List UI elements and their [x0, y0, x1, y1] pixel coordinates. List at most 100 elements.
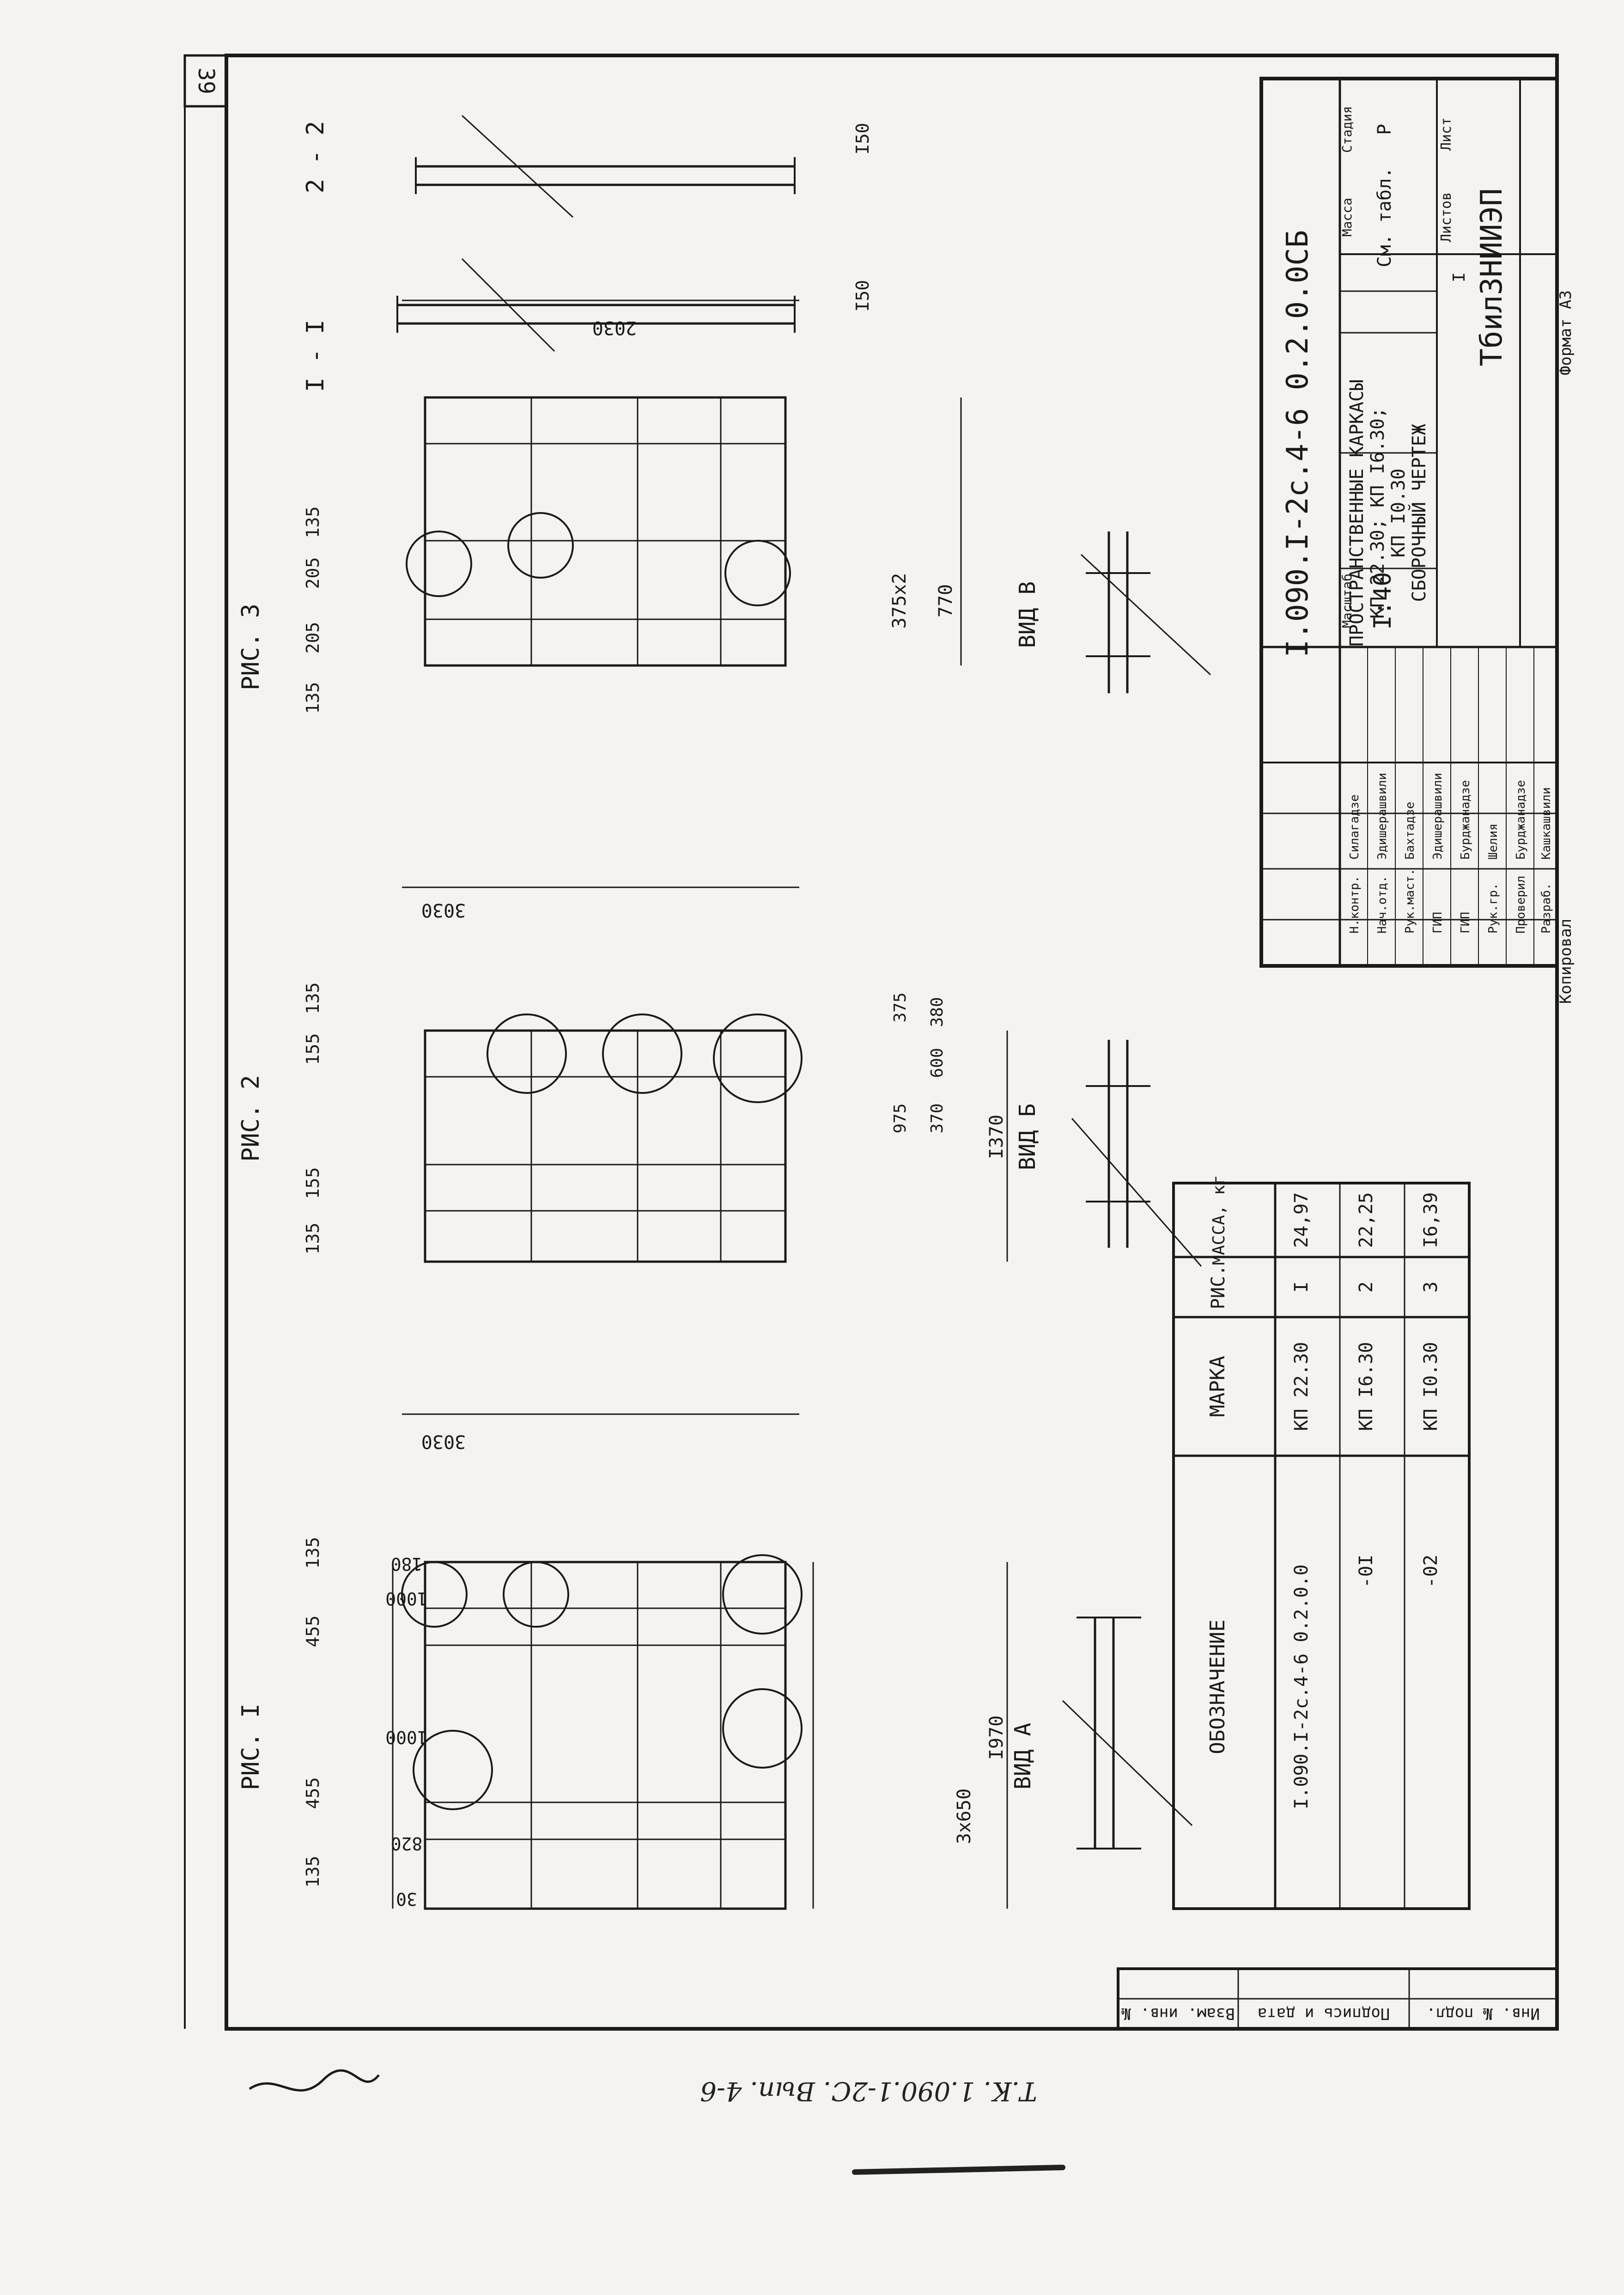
fig1-hdim-3: 135 [303, 1537, 323, 1569]
figure-3: РИС. 3 2030 770 375x2 135 205 205 135 ВИ… [237, 299, 1211, 714]
fig2-bdim-0: 370 [928, 1103, 947, 1133]
fig2-title: РИС. 2 [237, 1075, 265, 1162]
fig3-frame [424, 396, 787, 667]
organization-name: ТбилЗНИИЭП [1475, 188, 1509, 366]
fig3-hdim-3: 135 [303, 507, 323, 538]
figure-1: РИС. I 3030 I970 3x650 30 820 1000 1000 … [237, 1413, 1193, 1910]
fig2-bdim-2: 380 [928, 997, 947, 1027]
section-2-2: 2 - 2 I50 [302, 115, 873, 218]
col-fig: РИС. [1208, 1265, 1229, 1309]
fig3-view-label: ВИД В [1015, 581, 1040, 648]
role-3: Рук.маст. [1403, 868, 1417, 934]
stage-header: Стадия [1339, 106, 1355, 153]
role-8: Разраб. [1539, 883, 1553, 934]
row2-fig: 2 [1356, 1282, 1377, 1293]
row3-designation: -02 [1420, 1555, 1442, 1588]
fig2-hdim-0: 135 [303, 1223, 323, 1255]
fig1-vdim-3: 1000 [385, 1588, 428, 1609]
doc-designation: I.090.I-2с.4-6 0.2.0.0СБ [1281, 230, 1315, 658]
fig1-hdim-2: 455 [303, 1616, 323, 1648]
sheet-frame [225, 54, 1559, 2031]
role-6: Рук.гр. [1486, 883, 1500, 934]
col-mark: МАРКА [1206, 1356, 1229, 1417]
fig2-total-len: 3030 [421, 899, 466, 921]
section-22-title: 2 - 2 [302, 121, 329, 194]
role-4: ГИП [1431, 912, 1445, 934]
fig3-hdim-1: 205 [303, 622, 323, 654]
name-8: Кашкашвили [1539, 787, 1553, 860]
role-5: ГИП [1459, 912, 1472, 934]
name-2: Эдишерашвили [1375, 773, 1389, 860]
copied-label: Копировал [1557, 919, 1575, 1004]
fig1-vdim-2: 1000 [385, 1727, 428, 1747]
name-1: Силагадзе [1348, 794, 1362, 860]
section-22-dim: I50 [852, 123, 873, 155]
stamp-inv-label: Инв. № подл. [1426, 2004, 1540, 2023]
row3-mass: I6,39 [1420, 1192, 1442, 1248]
fig1-total-len: 3030 [421, 1431, 466, 1452]
mass-header: Масса [1339, 198, 1355, 237]
doc-title-line-3: КП I0.30 [1388, 469, 1409, 558]
sheets-label: Листов [1438, 192, 1454, 242]
fig1-title: РИС. I [237, 1703, 265, 1790]
sheets-count: I [1450, 272, 1469, 282]
title-block: I.090.I-2с.4-6 0.2.0.0СБ ПРОСТРАНСТВЕННЫ… [1259, 77, 1559, 968]
fig2-hdim-2: 155 [303, 1033, 323, 1065]
scale-header: Масштаб [1339, 574, 1355, 628]
fig1-hdim-1: 455 [303, 1777, 323, 1809]
row3-fig: 3 [1420, 1282, 1442, 1293]
fig2-bdim-4: 975 [891, 1103, 910, 1133]
section-1-1: I - I I50 [302, 258, 873, 392]
scale-value: I:40 [1369, 572, 1397, 629]
fig1-view-label: ВИД А [1010, 1723, 1036, 1790]
signature-mark [249, 2069, 380, 2092]
corner-number: 39 [193, 67, 219, 94]
ink-smudge [852, 2165, 1065, 2175]
fig3-hdim-2: 205 [303, 557, 323, 589]
fig2-bdim-3: 375 [891, 992, 910, 1022]
figure-2: РИС. 2 3030 I370 370 600 380 375 975 135… [237, 886, 1202, 1267]
col-mass: МАССА, кг [1210, 1175, 1229, 1265]
row3-mark: КП I0.30 [1420, 1342, 1442, 1431]
row1-mark: КП 22.30 [1291, 1342, 1312, 1431]
side-stamp: Инв. № подл. Подпись и дата Взам. инв. № [1117, 1967, 1558, 2030]
section-11-dim: I50 [852, 280, 873, 312]
row1-fig: I [1291, 1282, 1312, 1293]
bottom-note: Т.К. 1.090.1-2С. Вып. 4-6 [700, 2076, 1037, 2106]
role-7: Проверил [1514, 876, 1528, 934]
row2-mark: КП I6.30 [1356, 1342, 1377, 1431]
fig2-view-label: ВИД Б [1015, 1104, 1040, 1171]
fig2-width: I370 [986, 1115, 1007, 1159]
fig1-vdim-0: 30 [396, 1889, 417, 1909]
fig2-bdim-1: 600 [928, 1048, 947, 1078]
fig2-hdim-1: 155 [303, 1167, 323, 1199]
stamp-replace-label: Взам. инв. № [1121, 2004, 1235, 2023]
name-7: Бурджанадзе [1514, 780, 1528, 860]
row1-mass: 24,97 [1291, 1192, 1312, 1248]
row2-mass: 22,25 [1356, 1192, 1377, 1248]
fig2-frame [424, 1029, 787, 1263]
name-5: Бурджанадзе [1459, 780, 1472, 860]
mark-table: ОБОЗНАЧЕНИЕ МАРКА РИС. МАССА, кг I.090.I… [1172, 1175, 1471, 1910]
fig1-vdim-4: 180 [391, 1554, 423, 1574]
doc-title-line-1: ПРОСТРАНСТВЕННЫЕ КАРКАСЫ [1346, 379, 1368, 647]
role-1: Н.контр. [1348, 876, 1362, 934]
row1-designation: I.090.I-2с.4-6 0.2.0.0 [1291, 1564, 1312, 1809]
stage-value: Р [1374, 124, 1395, 135]
fig1-hdim-0: 135 [303, 1856, 323, 1888]
name-6: Шелия [1486, 824, 1500, 860]
stamp-sign-label: Подпись и дата [1258, 2004, 1390, 2023]
fig3-total-len: 2030 [592, 317, 637, 338]
sheet-label: Лист [1438, 117, 1454, 151]
fig1-width: I970 [986, 1715, 1007, 1760]
row2-designation: -0I [1356, 1555, 1377, 1588]
fig1-vdim-1: 820 [391, 1833, 423, 1854]
fig3-hdim-0: 135 [303, 682, 323, 714]
doc-title-line-2: КП 22.30; КП I6.30; [1367, 407, 1388, 619]
fig3-title: РИС. 3 [237, 604, 265, 690]
name-4: Эдишерашвили [1431, 773, 1445, 860]
col-designation: ОБОЗНАЧЕНИЕ [1206, 1619, 1229, 1754]
name-3: Бахтадзе [1403, 802, 1417, 860]
fig1-frame [424, 1561, 787, 1910]
